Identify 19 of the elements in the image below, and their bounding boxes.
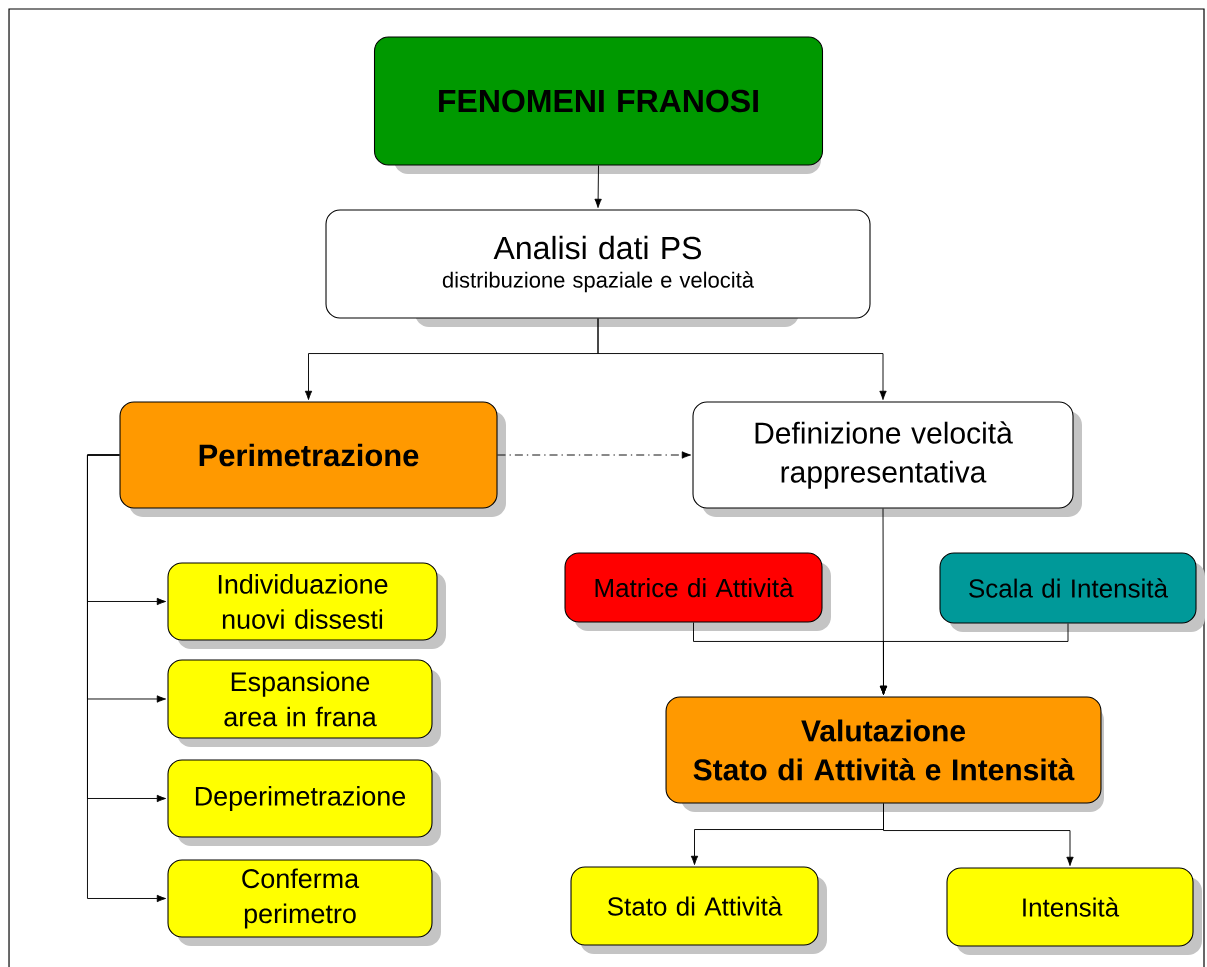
process-box: Definizione velocità rappresentativa — [692, 401, 1082, 517]
arrow — [597, 318, 887, 400]
arrow — [594, 165, 602, 208]
process-box: Perimetrazione — [119, 401, 506, 517]
process-box: Analisi dati PS distribuzione spaziale e velocità — [325, 209, 871, 327]
step-box: Conferma perimetro — [167, 859, 441, 946]
arrow — [879, 623, 1069, 695]
arrow — [883, 803, 1074, 866]
step-box: Intensità — [946, 867, 1202, 955]
arrow — [87, 454, 166, 903]
process-box: Valutazione Stato di Attività e Intensità — [665, 696, 1104, 812]
step-box: Stato di Attività — [570, 866, 827, 954]
step-box: Deperimetrazione — [167, 759, 441, 846]
title-box: FENOMENI FRANOSI — [373, 36, 824, 174]
step-box: Individuazione nuovi dissesti — [167, 562, 446, 649]
step-box: Espansione area in frana — [167, 659, 441, 747]
input-box: Scala di Intensità — [939, 552, 1205, 632]
input-box: Matrice di Attività — [564, 552, 831, 631]
arrow — [497, 451, 691, 459]
